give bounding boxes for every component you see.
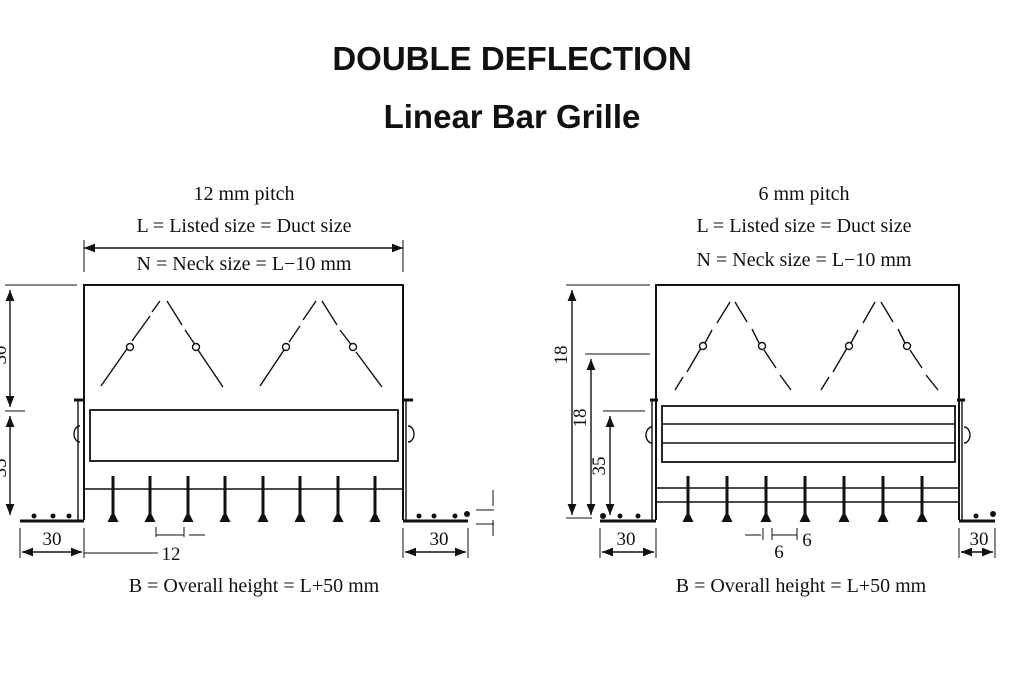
right-pitch-dim-b-label: 6	[802, 530, 812, 551]
left-overall-label: B = Overall height = L+50 mm	[129, 575, 380, 597]
left-flange-thickness-dim	[476, 490, 494, 536]
right-pitch-label: 6 mm pitch	[758, 183, 849, 205]
blade	[721, 476, 733, 522]
blade	[760, 476, 772, 522]
right-pivot-clips	[645, 426, 971, 444]
blade	[838, 476, 850, 522]
left-front-blades	[107, 476, 381, 522]
left-pitch-dim-label: 12	[162, 544, 181, 565]
right-front-blades	[682, 476, 928, 522]
left-lower-dim-label: 35	[0, 459, 11, 478]
right-blade-rails	[656, 487, 959, 503]
left-upper-dim-label: 30	[0, 346, 11, 365]
blade	[144, 476, 156, 522]
right-damper-dividers	[662, 423, 955, 444]
left-deflector-blades	[100, 300, 383, 388]
right-deflector-blades	[674, 301, 939, 391]
left-damper-bar	[89, 409, 399, 462]
blade	[257, 476, 269, 522]
blade	[682, 476, 694, 522]
left-listed-size-label: L = Listed size = Duct size	[136, 215, 351, 237]
right-flange-dots	[600, 511, 996, 519]
right-left-flange-label: 30	[617, 529, 636, 550]
right-pitch-dim-a-label: 6	[774, 542, 784, 563]
right-damper-bars	[661, 405, 956, 463]
left-flange-dots	[31, 511, 470, 519]
right-mid-dim-label: 18	[570, 409, 591, 428]
right-frame	[651, 400, 963, 520]
left-flange-label: 30	[43, 529, 62, 550]
right-listed-size-label: L = Listed size = Duct size	[696, 215, 911, 237]
ext-lines	[19, 528, 469, 558]
diagram-title: DOUBLE DEFLECTION	[332, 40, 692, 77]
left-pitch-dim	[84, 527, 205, 554]
blade	[219, 476, 231, 522]
blade	[294, 476, 306, 522]
left-neck-size-label: N = Neck size = L−10 mm	[137, 253, 352, 275]
ext-lines	[599, 528, 996, 558]
right-neck-size-label: N = Neck size = L−10 mm	[697, 249, 912, 271]
blade	[916, 476, 928, 522]
right-flange-label: 30	[430, 529, 449, 550]
diagram-subtitle: Linear Bar Grille	[383, 98, 641, 135]
blade	[332, 476, 344, 522]
right-overall-label: B = Overall height = L+50 mm	[676, 575, 927, 597]
left-diagram-12mm: 12 mm pitch L = Listed size = Duct size …	[0, 183, 494, 597]
blade	[369, 476, 381, 522]
left-frame	[77, 400, 407, 520]
left-pivot-clips	[73, 425, 415, 443]
blade	[107, 476, 119, 522]
right-duct-outline	[655, 284, 960, 520]
blade	[799, 476, 811, 522]
right-inner-dim-label: 35	[589, 457, 610, 476]
blade	[182, 476, 194, 522]
right-outer-dim-label: 18	[551, 346, 572, 365]
right-diagram-6mm: 6 mm pitch L = Listed size = Duct size N…	[551, 183, 996, 597]
right-pitch-dim	[745, 528, 798, 540]
blade	[877, 476, 889, 522]
left-duct-outline	[83, 284, 404, 520]
left-pitch-label: 12 mm pitch	[193, 183, 294, 205]
right-right-flange-label: 30	[970, 529, 989, 550]
